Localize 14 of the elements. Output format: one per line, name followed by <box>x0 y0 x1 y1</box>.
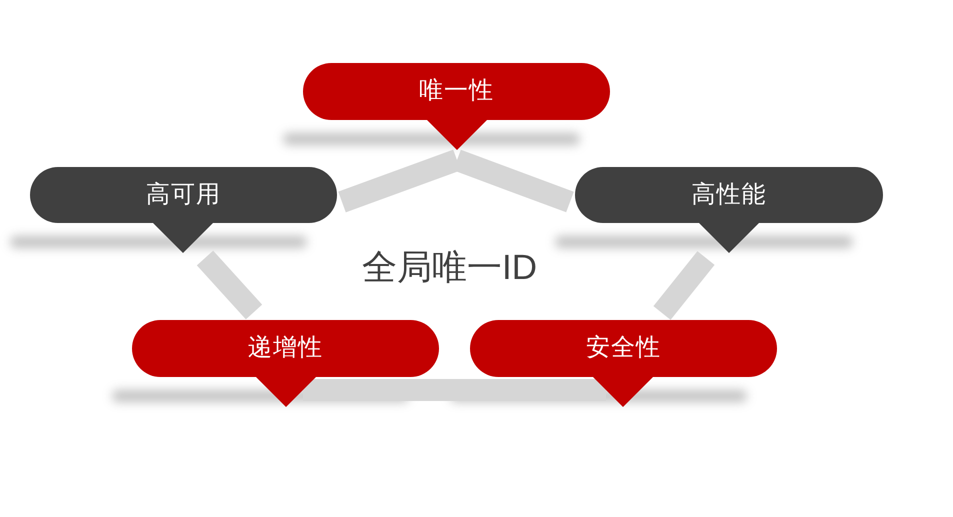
feature-label: 递增性 <box>248 334 323 363</box>
speech-bubble <box>30 167 337 253</box>
central-heading: 全局唯一ID <box>362 247 537 289</box>
connector-band <box>303 379 606 401</box>
feature-label: 唯一性 <box>419 77 494 106</box>
speech-bubble <box>132 320 439 407</box>
connector-band <box>196 250 262 320</box>
speech-bubble <box>470 320 777 407</box>
feature-label: 安全性 <box>586 334 661 363</box>
feature-label: 高可用 <box>146 180 221 210</box>
feature-label: 高性能 <box>692 180 766 210</box>
speech-bubble <box>575 167 883 253</box>
connector-band <box>653 251 715 320</box>
speech-bubble <box>303 63 610 150</box>
